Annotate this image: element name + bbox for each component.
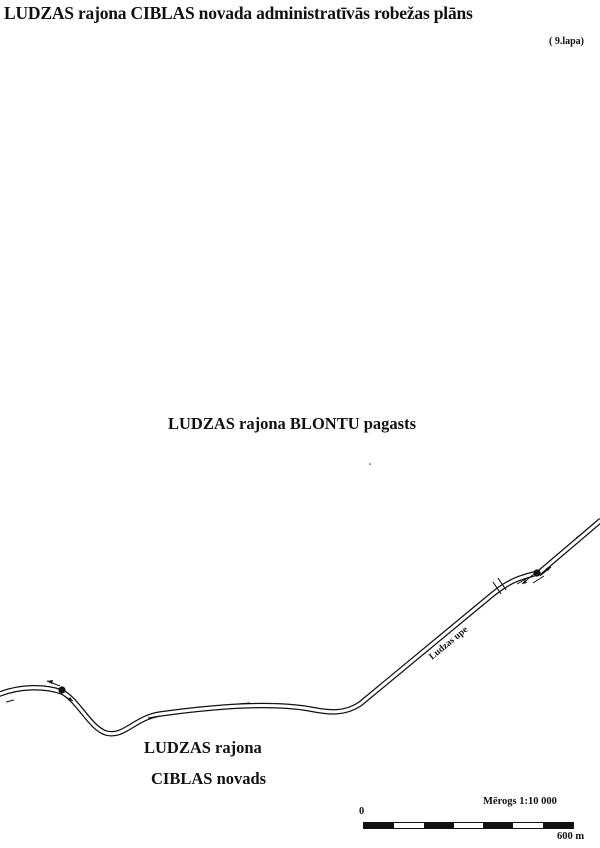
scale-segment-dark: [483, 823, 514, 828]
scale-segment-dark: [543, 823, 574, 828]
scale-segment-dark: [364, 823, 394, 828]
scale-segment-light: [453, 823, 484, 828]
scale-start-label: 0: [359, 806, 365, 817]
scale-bar: [363, 822, 574, 829]
scale-end-label: 600 m: [557, 831, 585, 842]
west-boundary-point: [46, 680, 74, 702]
region-label-ciblas-novads: CIBLAS novads: [151, 769, 267, 788]
scale-segment-light: [393, 823, 424, 828]
scale-segment-light: [513, 823, 544, 828]
region-label-blontu: LUDZAS rajona BLONTU pagasts: [168, 414, 416, 433]
map-title: LUDZAS rajona CIBLAS novada administratī…: [4, 3, 473, 23]
river-ludzas-upe: [0, 521, 600, 734]
scale-ratio: Mērogs 1:10 000: [483, 796, 557, 807]
east-boundary-point: [521, 566, 552, 585]
sheet-number: ( 9.lapa): [549, 36, 584, 47]
boundary-dashes: [5, 532, 584, 719]
scale-segment-dark: [423, 823, 454, 828]
bridge-marker: [492, 577, 507, 595]
region-label-ludzas-rajona: LUDZAS rajona: [144, 738, 262, 757]
map-speck: [369, 463, 371, 465]
